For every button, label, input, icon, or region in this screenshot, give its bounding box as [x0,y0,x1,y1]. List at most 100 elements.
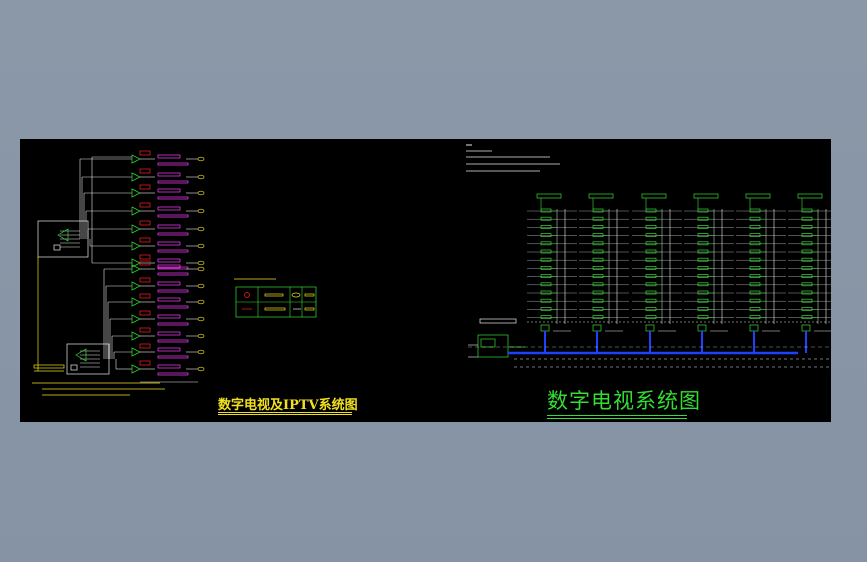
floor-tap [801,274,813,278]
left-title-underline-2 [218,414,352,415]
floor-tap [749,290,761,295]
floor-tap [645,290,657,295]
drawing-canvas[interactable]: 数字电视及IPTV系统图 数字电视系统图 [20,139,831,422]
floor-tap [801,282,813,287]
outlet-label [157,305,189,309]
legend-text-stroke [264,307,286,311]
floor-tap [749,257,761,262]
floor-tap [801,216,813,221]
tv-outlet [197,260,205,266]
floor-tap [645,216,657,221]
floor-tap [540,307,552,311]
junction-box [592,324,602,332]
tap-symbol [139,184,151,190]
tv-outlet [197,174,205,180]
junction-box [749,324,759,332]
floor-tap [592,298,604,303]
floor-tap [540,249,552,254]
amplifier-symbol [75,348,87,362]
amplifier-symbol [131,172,141,182]
tap-symbol [139,360,151,366]
legend-text-stroke [304,293,315,297]
floor-tap [749,241,761,246]
floor-tap [697,290,709,295]
amplifier-symbol [131,297,141,307]
tap-symbol [139,254,151,260]
tap-symbol [139,150,151,156]
floor-tap [697,233,709,237]
outlet-label [157,322,189,326]
tap-symbol [139,220,151,226]
floor-tap [592,208,604,213]
outlet-label [157,154,181,159]
floor-tap [697,216,709,221]
building-label [745,193,771,199]
floor-tap [697,225,709,229]
building-label [536,193,562,199]
floor-tap [540,257,552,262]
floor-tap [749,307,761,311]
floor-tap [645,266,657,270]
legend-text-stroke [304,307,315,311]
outlet-label [157,172,181,177]
left-title-underline [218,412,352,413]
legend-icon [291,292,301,298]
outlet-label [157,372,189,376]
floor-tap [697,249,709,254]
floor-tap [592,282,604,287]
right-title-underline-2 [547,418,687,419]
floor-tap [540,241,552,246]
floor-tap [749,216,761,221]
floor-tap [645,307,657,311]
floor-tap [645,233,657,237]
junction-box [645,324,655,332]
floor-tap [645,315,657,319]
floor-tap [540,315,552,319]
floor-tap [801,241,813,246]
junction-box [697,324,707,332]
amplifier-symbol [131,224,141,234]
floor-tap [592,266,604,270]
outlet-label [157,241,181,246]
outlet-label [157,206,181,211]
tap-symbol [139,327,151,333]
outlet-label [157,162,189,166]
tap-symbol [139,202,151,208]
tv-outlet [197,366,205,372]
amplifier-symbol [131,364,141,374]
floor-tap [540,282,552,287]
floor-tap [749,282,761,287]
floor-tap [592,225,604,229]
outlet-label [157,180,189,184]
amplifier-symbol [131,241,141,251]
head-end-label [479,318,517,324]
note-text-stroke [33,364,65,369]
amplifier-symbol [131,331,141,341]
floor-tap [749,266,761,270]
floor-tap [801,225,813,229]
right-title-underline [547,415,687,416]
outlet-label [157,355,189,359]
outlet-label [157,272,189,276]
outlet-label [157,281,181,286]
right-diagram-title: 数字电视系统图 [547,389,701,413]
tap-symbol [139,237,151,243]
tv-outlet [197,316,205,322]
outlet-label [157,331,181,336]
tv-outlet [197,349,205,355]
amplifier-symbol [131,188,141,198]
legend-icon [244,292,250,298]
tv-outlet [197,226,205,232]
floor-tap [801,266,813,270]
floor-tap [801,233,813,237]
outlet-label [157,314,181,319]
floor-tap [697,307,709,311]
floor-tap [697,298,709,303]
tap-symbol [139,260,151,266]
outlet-label [157,249,189,253]
floor-tap [592,233,604,237]
floor-tap [801,307,813,311]
floor-tap [592,249,604,254]
outlet-label [157,264,181,269]
